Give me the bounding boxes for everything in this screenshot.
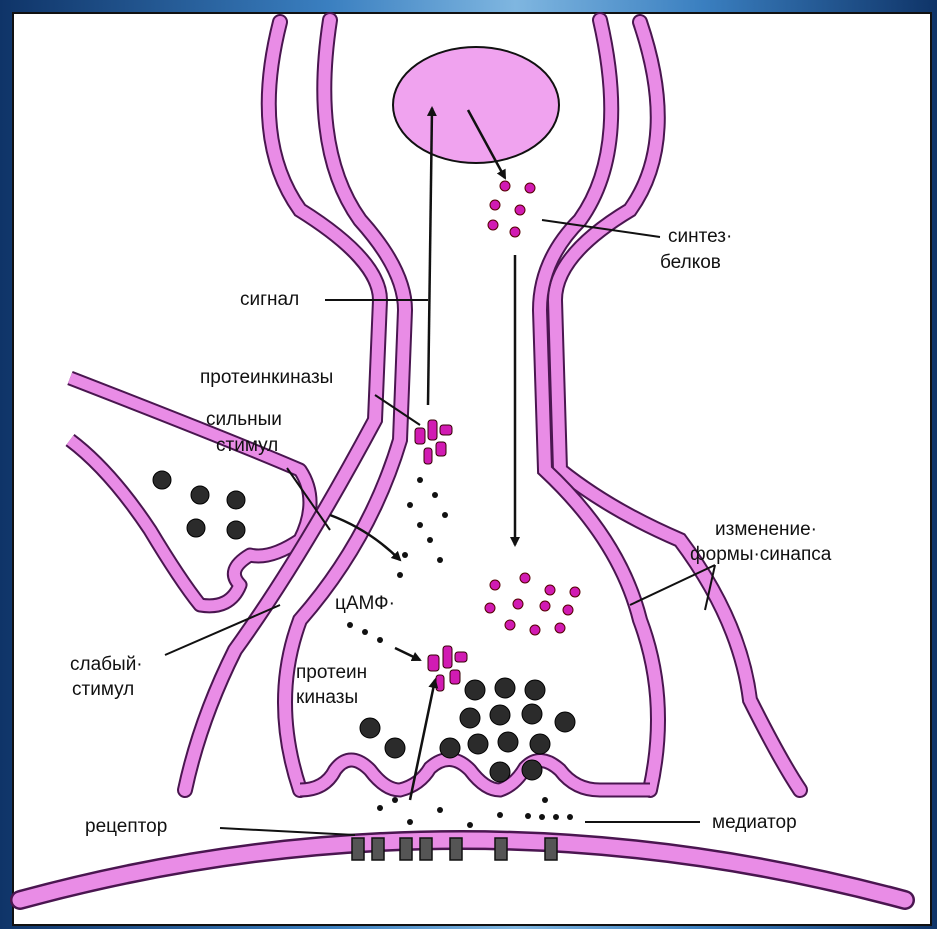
- camp-dots: [347, 477, 448, 643]
- label-protein-kinases-top: протеинкиназы: [200, 367, 333, 388]
- presynaptic-vesicles: [153, 471, 245, 539]
- label-protein-kinases-low-1: протеин: [296, 662, 367, 683]
- label-receptor: рецептор: [85, 816, 167, 837]
- protein-granules-top: [488, 181, 535, 237]
- protein-kinase-cluster-top: [415, 420, 452, 464]
- leader-lines: [165, 220, 715, 835]
- label-signal: сигнал: [240, 289, 299, 310]
- label-weak-stimulus-1: слабый·: [70, 654, 143, 675]
- label-mediator: медиатор: [712, 812, 797, 833]
- label-synapse-change-1: изменение·: [715, 519, 817, 540]
- mediator-dots: [377, 797, 573, 828]
- label-strong-stimulus-2: стимул: [216, 435, 278, 456]
- label-weak-stimulus-2: стимул: [72, 679, 134, 700]
- label-protein-synthesis-2: белков: [660, 252, 721, 273]
- label-strong-stimulus-1: сильныи: [206, 409, 282, 430]
- label-protein-synthesis-1: синтез·: [668, 226, 732, 247]
- label-synapse-change-2: формы·синапса: [690, 544, 832, 565]
- label-camp: цАМФ·: [335, 593, 395, 614]
- label-protein-kinases-low-2: киназы: [296, 687, 358, 708]
- nucleus: [393, 47, 559, 163]
- protein-granules-bottom: [485, 573, 580, 635]
